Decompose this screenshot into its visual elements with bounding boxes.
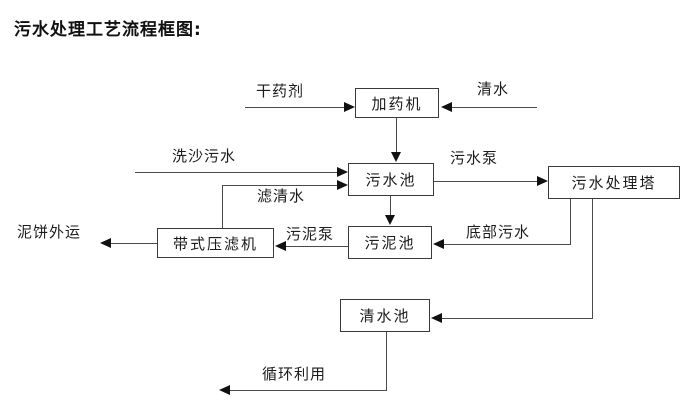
edge-line-tower-to-clean-vertical	[592, 199, 593, 319]
arrowhead-left-icon	[219, 385, 230, 395]
page-title: 污水处理工艺流程框图:	[14, 20, 202, 40]
arrowhead-right-icon	[337, 180, 348, 190]
node-sewage-pool: 污水池	[348, 163, 434, 196]
arrowhead-down-icon	[391, 152, 401, 162]
edge-line-recycle-vertical	[386, 332, 387, 391]
edge-line-clean-water	[452, 107, 537, 108]
arrowhead-right-icon	[344, 102, 355, 112]
edge-label-mud-cake-out: 泥饼外运	[17, 223, 82, 241]
arrowhead-left-icon	[433, 239, 444, 249]
arrowhead-left-icon	[100, 238, 111, 248]
edge-line-tower-to-clean-horizontal	[442, 318, 593, 319]
edge-line-bottom-sewage-horizontal	[444, 244, 571, 245]
edge-line-sludge-pump	[286, 246, 348, 247]
edge-label-sand-washing-sewage: 洗沙污水	[172, 147, 237, 165]
edge-line-dosing-to-sewage	[396, 118, 397, 153]
edge-label-recycle: 循环利用	[262, 365, 327, 383]
edge-line-dry-chemical	[245, 107, 345, 108]
edge-label-filtered-water: 滤清水	[257, 187, 306, 205]
edge-line-bottom-sewage-vertical	[570, 199, 571, 244]
node-sludge-pool: 污泥池	[348, 226, 432, 259]
arrowhead-right-icon	[537, 176, 548, 186]
arrowhead-left-icon	[441, 102, 452, 112]
edge-line-sewage-to-sludge	[390, 196, 391, 216]
edge-label-bottom-sewage: 底部污水	[466, 223, 531, 241]
arrowhead-left-icon	[275, 241, 286, 251]
arrowhead-left-icon	[431, 313, 442, 323]
edge-label-clean-water: 清水	[477, 80, 510, 98]
edge-label-sewage-pump: 污水泵	[450, 149, 499, 167]
edge-line-mud-cake-out	[111, 243, 157, 244]
edge-line-sewage-pump	[434, 181, 537, 182]
arrowhead-down-icon	[385, 215, 395, 225]
edge-line-sand-washing-sewage	[135, 172, 338, 173]
node-dosing-machine: 加药机	[355, 88, 439, 118]
arrowhead-right-icon	[337, 167, 348, 177]
node-sewage-treatment-tower: 污水处理塔	[548, 166, 680, 199]
edge-line-filtered-water-horizontal	[222, 185, 338, 186]
edge-label-dry-chemical: 干药剂	[256, 82, 305, 100]
edge-line-recycle-horizontal	[230, 390, 387, 391]
edge-label-sludge-pump: 污泥泵	[286, 225, 335, 243]
node-clean-water-pool: 清水池	[340, 299, 430, 332]
edge-line-filtered-water-vertical	[222, 185, 223, 228]
node-belt-filter-press: 带式压滤机	[157, 228, 274, 258]
